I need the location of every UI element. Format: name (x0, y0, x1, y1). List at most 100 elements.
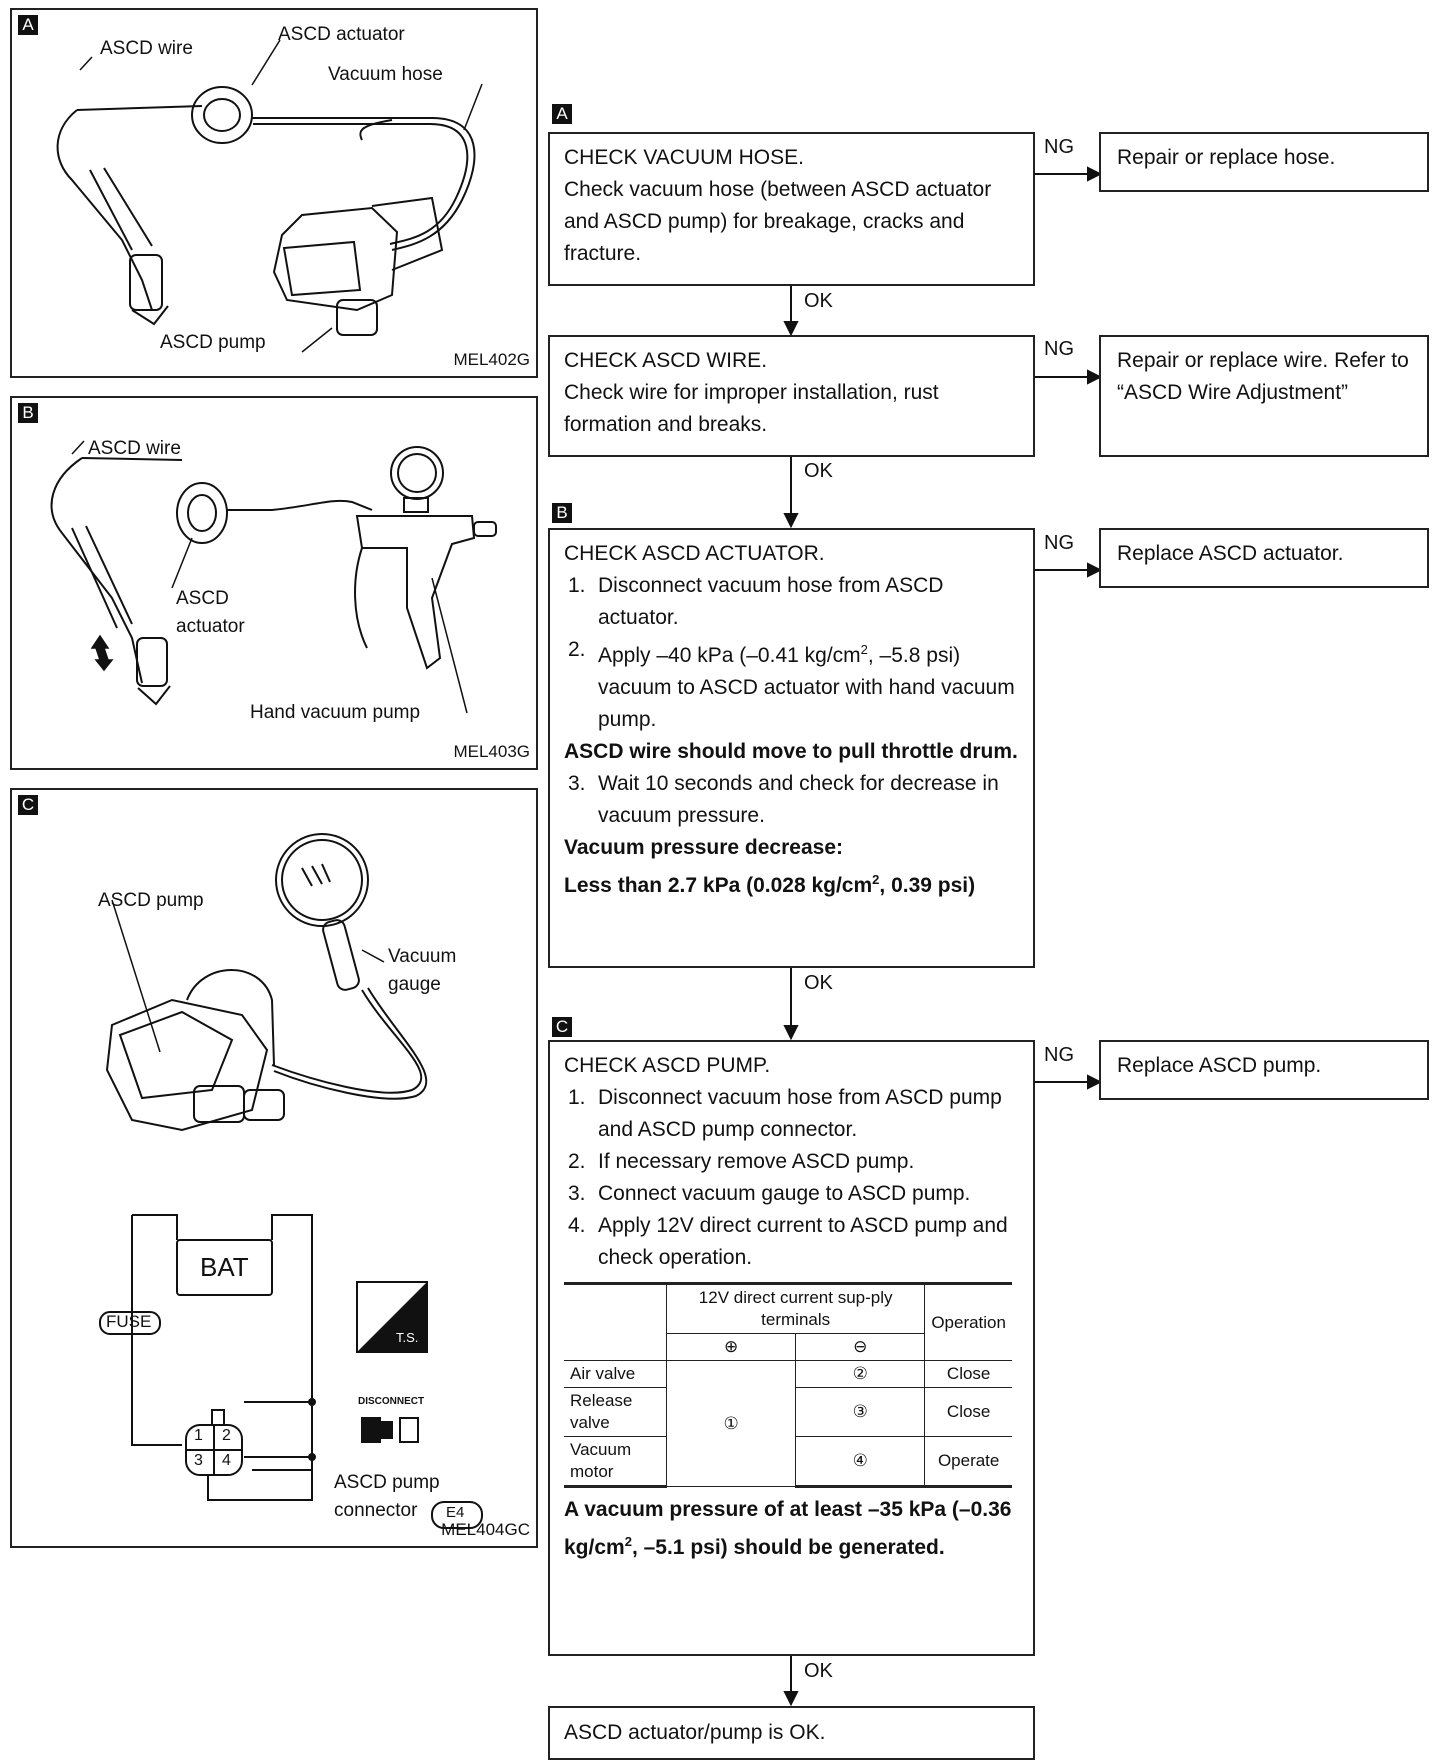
pin-1: 1 (194, 1427, 203, 1444)
list-item: 2.If necessary remove ASCD pump. (568, 1150, 915, 1173)
superscript: 2 (860, 642, 868, 657)
label-ascd-wire: ASCD wire (88, 438, 181, 459)
flow-tag-a: A (552, 104, 572, 124)
action-text: Repair or replace wire. Refer to “ASCD W… (1117, 349, 1409, 404)
label-fuse: FUSE (106, 1312, 152, 1331)
table-cell-part: Vacuum motor (564, 1436, 667, 1488)
table-cell-plus: ① (665, 1360, 797, 1487)
note-text-b: , 0.39 psi) (879, 874, 976, 897)
table-cell-op: Operate (924, 1436, 1012, 1488)
table-cell-part: Release valve (564, 1387, 667, 1437)
table-header-row: ⊕ ⊖ (564, 1333, 1012, 1361)
label-connector-id: E4 (446, 1504, 465, 1521)
step-list: 1.Disconnect vacuum hose from ASCD pump … (564, 1082, 1019, 1274)
item-text: Apply 12V direct current to ASCD pump an… (598, 1214, 1008, 1269)
ng-label: NG (1044, 1044, 1074, 1066)
figure-tag: C (18, 795, 38, 815)
note-text: ASCD wire should move to pull throttle d… (564, 740, 1018, 763)
ng-label: NG (1044, 338, 1074, 360)
step-list: 1.Disconnect vacuum hose from ASCD actua… (564, 570, 1019, 736)
note-text: Less than 2.7 kPa (0.028 kg/cm2, 0.39 ps… (564, 864, 1019, 902)
label-ascd-actuator-1: ASCD (176, 588, 229, 609)
action-text: Repair or replace hose. (1117, 146, 1336, 169)
step-title: CHECK ASCD ACTUATOR. (564, 542, 825, 565)
item-text: Disconnect vacuum hose from ASCD pump an… (598, 1086, 1002, 1141)
figure-code: MEL404GC (441, 1520, 530, 1539)
step-check-vacuum-hose: CHECK VACUUM HOSE. Check vacuum hose (be… (548, 132, 1035, 286)
figure-c-illustration (99, 833, 483, 1529)
ng-label: NG (1044, 532, 1074, 554)
pin-2: 2 (222, 1427, 231, 1444)
label-disconnect: DISCONNECT (358, 1396, 425, 1407)
table-header-row: 12V direct current sup-ply terminals Ope… (564, 1282, 1012, 1361)
ng-label: NG (1044, 136, 1074, 158)
figure-code: MEL402G (453, 350, 530, 369)
table-header-empty (564, 1282, 667, 1361)
list-item: 3.Connect vacuum gauge to ASCD pump. (568, 1182, 971, 1205)
figure-tag: B (18, 403, 38, 423)
item-text-a: Apply –40 kPa (–0.41 kg/cm (598, 644, 861, 667)
label-vacuum-gauge-2: gauge (388, 974, 441, 995)
label-vacuum-hose: Vacuum hose (328, 64, 443, 85)
label-bat: BAT (200, 1252, 249, 1282)
ok-label: OK (804, 290, 833, 312)
label-ascd-actuator: ASCD actuator (278, 24, 405, 45)
note-text-a: Less than 2.7 kPa (0.028 kg/cm (564, 874, 873, 897)
ok-label: OK (804, 972, 833, 994)
step-check-ascd-wire: CHECK ASCD WIRE. Check wire for improper… (548, 335, 1035, 457)
step-check-ascd-actuator: CHECK ASCD ACTUATOR. 1.Disconnect vacuum… (548, 528, 1035, 968)
table-cell-minus: ③ (795, 1387, 926, 1437)
step-text: Check wire for improper installation, ru… (564, 381, 939, 436)
label-ascd-actuator-2: actuator (176, 616, 245, 637)
flow-tag-c: C (552, 1017, 572, 1037)
label-connector-2: connector (334, 1500, 418, 1521)
action-text: Replace ASCD actuator. (1117, 542, 1344, 565)
list-item: 4.Apply 12V direct current to ASCD pump … (568, 1214, 1008, 1269)
list-item: 3.Wait 10 seconds and check for decrease… (568, 772, 999, 827)
item-text: Connect vacuum gauge to ASCD pump. (598, 1182, 971, 1205)
action-repair-wire: Repair or replace wire. Refer to “ASCD W… (1099, 335, 1429, 457)
superscript: 2 (872, 872, 880, 887)
figure-b-illustration (50, 440, 497, 714)
result-text: ASCD actuator/pump is OK. (564, 1721, 826, 1744)
table-row: Release valve ③ Close (564, 1387, 1012, 1437)
item-text-b: , –5.8 psi) vacuum to ASCD actuator with… (598, 644, 1015, 731)
table-cell-minus: ④ (795, 1436, 926, 1488)
list-item: 2.Apply –40 kPa (–0.41 kg/cm2, –5.8 psi)… (568, 638, 1015, 731)
label-vacuum-gauge-1: Vacuum (388, 946, 457, 967)
step-check-ascd-pump: CHECK ASCD PUMP. 1.Disconnect vacuum hos… (548, 1040, 1035, 1656)
operation-table: 12V direct current sup-ply terminals Ope… (564, 1282, 1012, 1488)
label-ascd-wire: ASCD wire (100, 38, 193, 59)
step-title: CHECK ASCD WIRE. (564, 349, 768, 372)
table-header-minus: ⊖ (795, 1333, 926, 1361)
action-repair-hose: Repair or replace hose. (1099, 132, 1429, 192)
note-text: Vacuum pressure decrease: (564, 836, 843, 859)
label-ascd-pump: ASCD pump (160, 332, 266, 353)
table-row: Vacuum motor ④ Operate (564, 1436, 1012, 1488)
table-cell-op: Close (924, 1387, 1012, 1437)
figure-tag: A (18, 15, 38, 35)
superscript: 2 (624, 1534, 632, 1549)
note-text-a: A vacuum pressure of at least –35 kPa (–… (564, 1498, 1012, 1559)
label-ascd-pump: ASCD pump (98, 890, 204, 911)
flow-tag-b: B (552, 503, 572, 523)
figure-a-illustration (56, 39, 483, 353)
item-text: Wait 10 seconds and check for decrease i… (598, 772, 999, 827)
table-header-plus: ⊕ (665, 1333, 797, 1361)
figure-c: C (10, 788, 538, 1548)
step-title: CHECK ASCD PUMP. (564, 1054, 771, 1077)
table-cell-op: Close (924, 1360, 1012, 1388)
list-item: 1.Disconnect vacuum hose from ASCD pump … (568, 1086, 1002, 1141)
step-list: 3.Wait 10 seconds and check for decrease… (564, 768, 1019, 832)
figure-b: B ASCD wire ASCD actuator Hand vacuum pu (10, 396, 538, 770)
label-connector-1: ASCD pump (334, 1472, 440, 1493)
item-text: Disconnect vacuum hose from ASCD actuato… (598, 574, 944, 629)
table-cell-part: Air valve (564, 1360, 667, 1388)
figure-a: A ASCD wire ASCD actuator Vacuum hose AS (10, 8, 538, 378)
action-text: Replace ASCD pump. (1117, 1054, 1322, 1077)
action-replace-pump: Replace ASCD pump. (1099, 1040, 1429, 1100)
table-row: Air valve ① ② Close (564, 1360, 1012, 1487)
table-header-supply: 12V direct current sup-ply terminals (665, 1282, 926, 1334)
item-text: If necessary remove ASCD pump. (598, 1150, 915, 1173)
